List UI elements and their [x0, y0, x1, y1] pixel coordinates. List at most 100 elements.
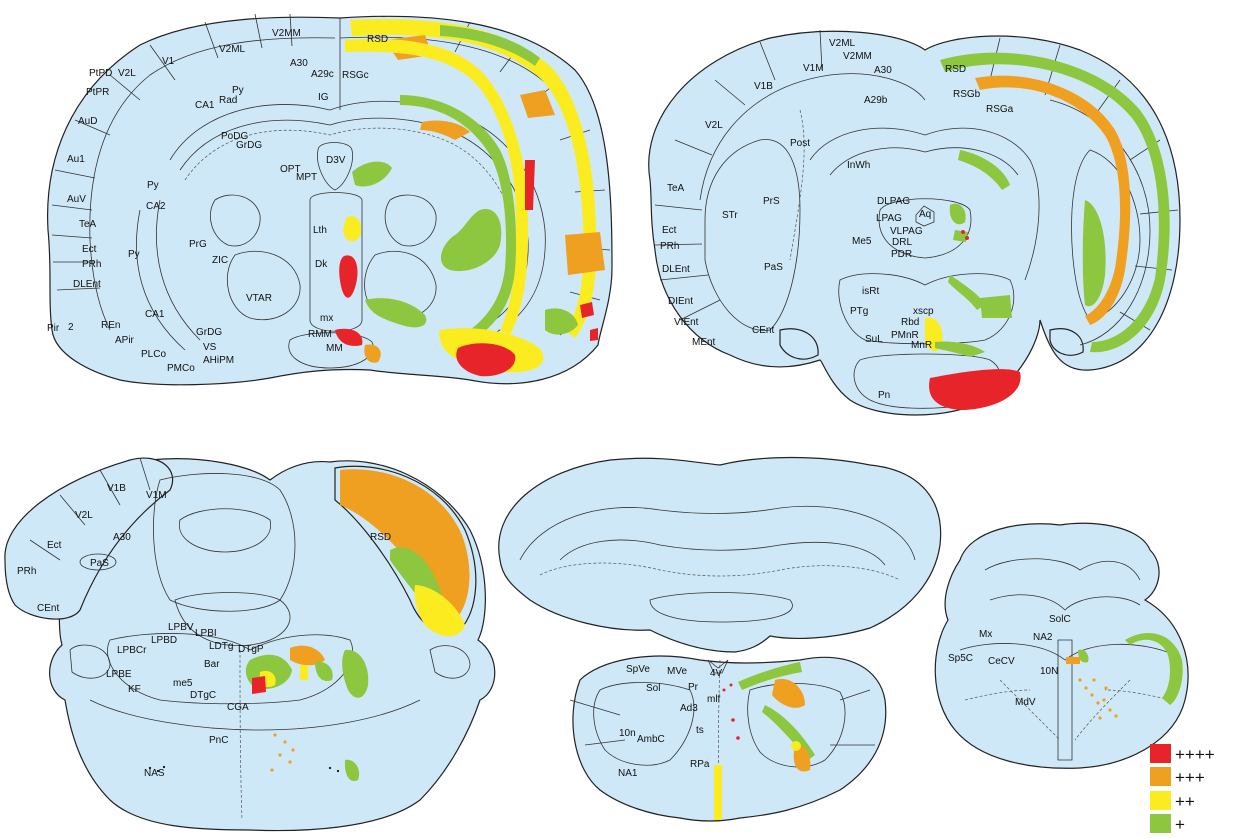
region-label: SpVe	[626, 664, 650, 675]
region-label: 10N	[1040, 666, 1058, 677]
region-label: PRh	[82, 259, 101, 270]
region-label: 2	[68, 322, 74, 333]
region-label: PRh	[660, 241, 679, 252]
region-label: SuL	[865, 334, 883, 345]
region-label: DIEnt	[668, 296, 693, 307]
region-label: LPBD	[151, 635, 177, 646]
region-label: LPBV	[168, 622, 194, 633]
region-label: Rbd	[901, 317, 919, 328]
region-label: PDR	[891, 249, 912, 260]
region-label: xscp	[913, 306, 934, 317]
region-label: DLPAG	[877, 196, 910, 207]
region-label: Py	[147, 180, 159, 191]
region-label: RSD	[367, 34, 388, 45]
region-label: V2L	[75, 510, 93, 521]
region-label: A29b	[864, 95, 888, 106]
region-label: mlf	[707, 694, 721, 705]
region-label: MM	[326, 343, 343, 354]
region-label: CEnt	[752, 325, 774, 336]
region-label: AHiPM	[203, 355, 234, 366]
region-label: A30	[290, 58, 308, 69]
region-label: TeA	[667, 183, 685, 194]
section-3-pons: V1B V1M V2L A30 Ect PaS RSD PRh CEnt LPB…	[5, 458, 495, 831]
region-label: Post	[790, 138, 810, 149]
region-label: NA2	[1033, 632, 1053, 643]
region-label: Dk	[315, 259, 328, 270]
region-label: AuD	[78, 116, 97, 127]
region-label: V2MM	[843, 51, 872, 62]
region-label: A29c	[311, 69, 334, 80]
section-4-medulla-cerebellum: SpVe MVe 4V Sol Pr mlf Ad3 ts 10n AmbC N…	[499, 458, 941, 822]
region-label: TeA	[79, 219, 97, 230]
legend-swatch-very-strong	[1150, 744, 1171, 763]
region-label: LPBI	[195, 628, 217, 639]
region-label: Rad	[219, 95, 237, 106]
region-label: CeCV	[988, 656, 1015, 667]
legend-label: +	[1175, 815, 1185, 834]
legend-swatch-weak	[1150, 814, 1171, 833]
region-label: CA1	[145, 309, 165, 320]
region-label: 10n	[619, 728, 636, 739]
region-label: PrG	[189, 239, 207, 250]
region-label: V2MM	[272, 28, 301, 39]
region-label: CA2	[146, 201, 166, 212]
region-label: Py	[128, 249, 140, 260]
region-label: VLPAG	[890, 226, 923, 237]
region-label: MnR	[911, 340, 932, 351]
region-label: A30	[113, 532, 131, 543]
region-label: V2ML	[219, 44, 246, 55]
region-label: Pir	[47, 323, 60, 334]
region-label: isRt	[862, 286, 879, 297]
region-label: VIEnt	[674, 317, 699, 328]
region-label: Aq	[919, 209, 931, 220]
region-label: V2ML	[829, 38, 856, 49]
region-label: Lth	[313, 225, 327, 236]
region-label: LPBCr	[117, 645, 147, 656]
region-label: MVe	[667, 666, 687, 677]
region-label: Bar	[204, 659, 220, 670]
region-label: PMCo	[167, 363, 195, 374]
region-label: LDTg	[209, 641, 233, 652]
region-label: PRh	[17, 566, 36, 577]
region-label: RMM	[308, 329, 332, 340]
region-label: NA1	[618, 768, 638, 779]
region-label: Sp5C	[948, 653, 973, 664]
region-label: CA1	[195, 100, 215, 111]
section-1-forebrain: RSD V2MM A30 V2ML V1 PtPD V2L PtPR AuD A…	[47, 14, 612, 385]
region-label: A30	[874, 65, 892, 76]
region-label: Pr	[688, 682, 699, 693]
region-label: PtPD	[89, 68, 112, 79]
region-label: V2L	[705, 120, 723, 131]
region-label: V1M	[146, 490, 167, 501]
region-label: PTg	[850, 306, 868, 317]
region-label: Ect	[662, 225, 677, 236]
region-label: ts	[696, 725, 704, 736]
region-label: RSGc	[342, 70, 369, 81]
region-label: KF	[128, 684, 141, 695]
region-label: MdV	[1015, 697, 1036, 708]
region-label: PrS	[763, 196, 780, 207]
section-2-midbrain: RSD RSGb RSGa V2ML V2MM A30 V1M A29b V1B…	[649, 30, 1180, 415]
legend-label: ++++	[1175, 745, 1215, 764]
region-label: Ad3	[680, 703, 698, 714]
region-label: V2L	[118, 68, 136, 79]
region-label: MPT	[296, 172, 317, 183]
region-label: IG	[318, 92, 329, 103]
region-label: STr	[722, 210, 738, 221]
region-label: PaS	[90, 558, 109, 569]
region-label: GrDG	[196, 327, 222, 338]
region-label: DTgP	[238, 644, 264, 655]
region-label: Ect	[82, 244, 97, 255]
region-label: V1B	[754, 81, 773, 92]
region-label: NAS	[144, 768, 165, 779]
region-label: PtPR	[86, 87, 109, 98]
region-label: APir	[115, 335, 135, 346]
legend-label: ++	[1175, 792, 1195, 811]
legend-swatch-moderate	[1150, 791, 1171, 810]
region-label: Pn	[878, 390, 890, 401]
region-label: RPa	[690, 759, 710, 770]
region-label: VS	[203, 342, 217, 353]
region-label: AuV	[67, 194, 86, 205]
region-label: V1	[162, 56, 175, 67]
